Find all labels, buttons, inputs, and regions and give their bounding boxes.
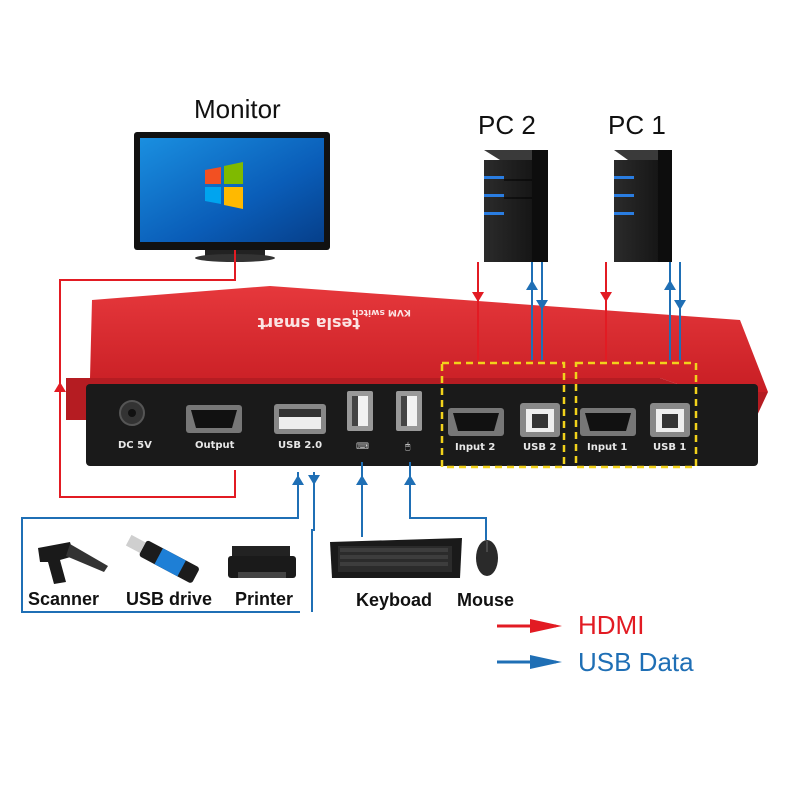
usb1-port-label: USB 1 <box>653 442 687 453</box>
keyboard-label: Keybоad <box>356 590 433 610</box>
printer-icon <box>228 546 296 578</box>
legend-hdmi-arrow-icon <box>530 619 562 633</box>
usb-drive-icon <box>125 534 199 583</box>
mouse-usb-port <box>396 391 422 431</box>
dc-port <box>119 400 145 426</box>
usb-arrow-icon <box>674 300 686 310</box>
pc2-tower-icon <box>484 150 548 262</box>
hdmi-arrow-icon <box>600 292 612 302</box>
scanner-icon <box>38 542 108 584</box>
mouse-label: Mouse <box>457 590 515 610</box>
input1-hdmi-port <box>580 408 636 436</box>
pc2-label: PC 2 <box>478 110 536 140</box>
scanner-label: Scanner <box>28 589 100 609</box>
usb-lines <box>21 262 681 613</box>
pc1-highlight-box <box>574 361 698 469</box>
model-text: KVM switch <box>352 307 411 317</box>
output-port-label: Output <box>195 440 235 451</box>
pc1-label: PC 1 <box>608 110 666 140</box>
usb-arrow-icon <box>356 475 368 485</box>
input2-port-label: Input 2 <box>455 442 496 453</box>
usb20-port-label: USB 2.0 <box>278 440 323 451</box>
legend-hdmi-label: HDMI <box>578 610 645 640</box>
keyboard-icon <box>330 538 462 578</box>
input1-port-label: Input 1 <box>587 442 628 453</box>
pc1-tower-icon <box>614 150 672 262</box>
monitor-icon <box>134 132 330 262</box>
usb-arrow-icon <box>536 300 548 310</box>
hdmi-arrow-icon <box>472 292 484 302</box>
hdmi-arrow-icon <box>54 382 66 392</box>
input2-hdmi-port <box>448 408 504 436</box>
output-hdmi-port <box>186 405 242 433</box>
usb-arrow-icon <box>292 475 304 485</box>
usb-arrow-icon <box>526 280 538 290</box>
dc-port-label: DC 5V <box>118 440 152 451</box>
legend-usb-arrow-icon <box>530 655 562 669</box>
usb1-b-port <box>650 403 690 437</box>
keyboard-usb-port <box>347 391 373 431</box>
usb-drive-label: USB drive <box>126 589 213 609</box>
legend-usb-label: USB Data <box>578 647 694 677</box>
usb-arrow-icon <box>404 475 416 485</box>
mouse-port-symbol-icon: 🖱 <box>405 441 411 451</box>
mouse-icon <box>476 540 498 576</box>
brand-text: tesla smart <box>257 314 360 333</box>
usb-arrow-icon <box>664 280 676 290</box>
pc2-highlight-box <box>440 361 566 469</box>
printer-label: Printer <box>235 589 294 609</box>
monitor-label: Monitor <box>194 94 281 124</box>
keyboard-port-symbol-icon: ⌨ <box>356 441 369 451</box>
usb-arrow-icon <box>308 475 320 485</box>
usb2-b-port <box>520 403 560 437</box>
kvm-switch-device: tesla smart <box>66 286 768 466</box>
usb20-port <box>274 404 326 434</box>
usb2-port-label: USB 2 <box>523 442 557 453</box>
